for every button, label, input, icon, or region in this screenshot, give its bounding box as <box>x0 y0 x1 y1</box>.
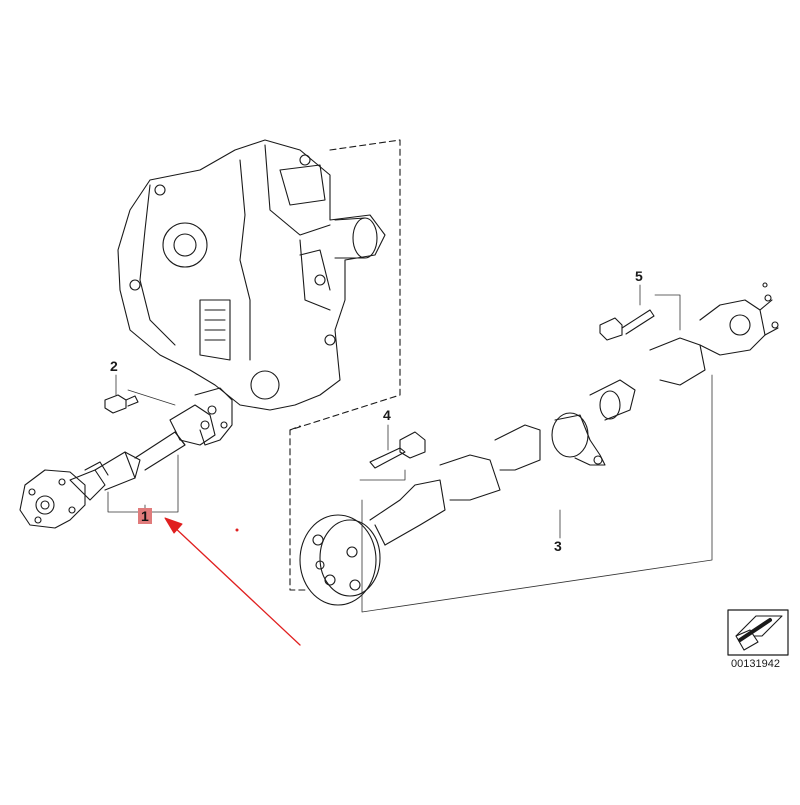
orientation-symbol <box>727 609 789 656</box>
diagram-id: 00131942 <box>731 658 780 670</box>
stray-mark <box>235 528 239 532</box>
pointer-arrow <box>164 517 301 646</box>
rear-propeller-shaft <box>299 282 779 613</box>
front-propeller-shaft <box>19 387 233 529</box>
callout-part-3[interactable]: 3 <box>554 538 562 554</box>
bolt-part-2 <box>104 374 176 414</box>
callout-part-4[interactable]: 4 <box>383 407 391 423</box>
callout-part-1[interactable]: 1 <box>138 508 152 524</box>
bolt-part-4 <box>359 424 426 481</box>
transfer-case <box>117 139 401 591</box>
callout-part-5[interactable]: 5 <box>635 268 643 284</box>
callout-part-2[interactable]: 2 <box>110 358 118 374</box>
bolt-part-5 <box>599 284 681 341</box>
